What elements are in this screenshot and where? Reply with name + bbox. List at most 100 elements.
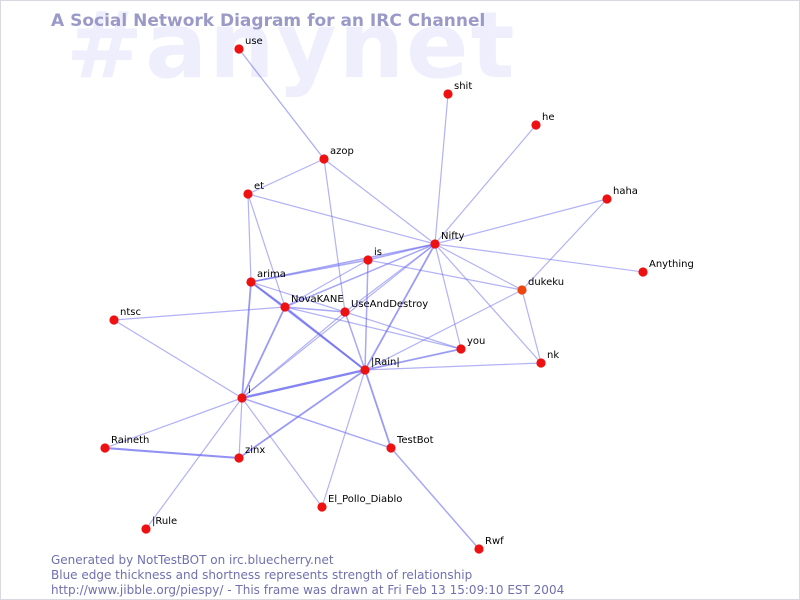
node-dot[interactable]	[109, 315, 119, 325]
node-useanddestroy[interactable]: UseAndDestroy	[340, 299, 428, 317]
node-you[interactable]: you	[456, 336, 485, 354]
edges-layer	[104, 48, 644, 550]
node-label: he	[542, 112, 555, 123]
node-label: use	[245, 36, 263, 47]
edge-is-dukeku	[367, 259, 523, 291]
diagram-title: A Social Network Diagram for an IRC Chan…	[51, 11, 486, 31]
node-dot[interactable]	[100, 443, 110, 453]
edge-nifty-you	[434, 243, 462, 350]
node-dot[interactable]	[237, 393, 247, 403]
node-dot[interactable]	[638, 267, 648, 277]
edge-raineth-zinx	[104, 446, 240, 460]
footer: Generated by NotTestBOT on irc.bluecherr…	[51, 553, 564, 598]
edge-is-arima	[250, 259, 369, 283]
edge-rain-i	[241, 368, 366, 400]
node-rwf[interactable]: Rwf	[474, 536, 504, 554]
node-label: is	[374, 247, 382, 258]
node-use[interactable]: use	[234, 36, 263, 54]
edge-rain-testbot	[364, 369, 392, 449]
edge-rain-you	[364, 348, 462, 371]
node-shit[interactable]: shit	[443, 81, 472, 99]
node-ntsc[interactable]: ntsc	[109, 307, 141, 325]
edge-nifty-rain	[364, 243, 436, 371]
node-label: NovaKANE	[291, 294, 344, 305]
node-dot[interactable]	[340, 307, 350, 317]
node-dot[interactable]	[246, 277, 256, 287]
node-label: haha	[613, 186, 638, 197]
node-nifty[interactable]: Nifty	[430, 231, 465, 249]
edge-is-novakane	[284, 259, 369, 308]
node-label: Anything	[649, 259, 694, 270]
edge-et-novakane	[247, 193, 286, 308]
node-label: ntsc	[120, 307, 141, 318]
edge-useanddestroy-rain	[344, 311, 366, 371]
node-dot[interactable]	[360, 365, 370, 375]
node-raineth[interactable]: Raineth	[100, 435, 149, 453]
edge-shit-nifty	[434, 93, 449, 245]
edge-novakane-rain	[284, 306, 366, 371]
node-is[interactable]: is	[363, 247, 382, 265]
footer-legend-note: Blue edge thickness and shortness repres…	[51, 568, 473, 582]
node-label: i	[248, 385, 251, 396]
node-rain[interactable]: |Rain|	[360, 357, 400, 375]
edge-haha-dukeku	[521, 198, 608, 291]
node-dot[interactable]	[243, 189, 253, 199]
node-dot[interactable]	[319, 154, 329, 164]
node-haha[interactable]: haha	[602, 186, 638, 204]
edge-novakane-i	[241, 306, 286, 399]
node-dot[interactable]	[456, 344, 466, 354]
node-label: Raineth	[111, 435, 149, 446]
node-i[interactable]: i	[237, 385, 251, 403]
node-dot[interactable]	[536, 358, 546, 368]
node-nk[interactable]: nk	[536, 350, 559, 368]
node-dot[interactable]	[234, 44, 244, 54]
edge-novakane-ntsc	[113, 306, 286, 321]
footer-url-timestamp: http://www.jibble.org/piespy/ - This fra…	[51, 583, 565, 597]
node-label: you	[467, 336, 485, 347]
node-he[interactable]: he	[531, 112, 555, 130]
node-dot[interactable]	[317, 502, 327, 512]
node-label: Rwf	[485, 536, 504, 547]
footer-generated-by: Generated by NotTestBOT on irc.bluecherr…	[51, 553, 334, 567]
node-et[interactable]: et	[243, 181, 264, 199]
node-el-pollo-diablo[interactable]: El_Pollo_Diablo	[317, 494, 402, 512]
node-testbot[interactable]: TestBot	[386, 435, 434, 453]
node-dot[interactable]	[517, 285, 527, 295]
edge-haha-nifty	[434, 198, 608, 245]
edge-i-zinx	[238, 397, 243, 459]
edge-rain-zinx	[238, 369, 366, 459]
node-dot[interactable]	[430, 239, 440, 249]
node-anything[interactable]: Anything	[638, 259, 694, 277]
node-label: UseAndDestroy	[351, 299, 428, 310]
node-dot[interactable]	[280, 302, 290, 312]
node-label: et	[254, 181, 264, 192]
edge-rain-el-pollo-diablo	[321, 369, 366, 508]
edge-i-rule	[145, 397, 243, 530]
edge-he-nifty	[434, 124, 537, 245]
node-novakane[interactable]: NovaKANE	[280, 294, 344, 312]
node-arima[interactable]: arima	[246, 269, 286, 287]
edge-useanddestroy-i	[241, 311, 346, 399]
node-label: TestBot	[396, 435, 434, 446]
edge-azop-et	[247, 158, 325, 195]
node-azop[interactable]: azop	[319, 146, 354, 164]
node-dot[interactable]	[363, 255, 373, 265]
node-dot[interactable]	[602, 194, 612, 204]
node-dot[interactable]	[234, 453, 244, 463]
node-dot[interactable]	[474, 544, 484, 554]
edge-nifty-anything	[434, 243, 644, 273]
node-rule[interactable]: |Rule	[141, 516, 177, 534]
node-dot[interactable]	[386, 443, 396, 453]
edge-arima-useanddestroy	[250, 281, 346, 313]
node-dot[interactable]	[531, 120, 541, 130]
edge-novakane-you	[284, 306, 462, 350]
node-label: |Rain|	[371, 357, 400, 368]
edge-i-raineth	[104, 397, 243, 449]
node-dot[interactable]	[443, 89, 453, 99]
node-dukeku[interactable]: dukeku	[517, 277, 564, 295]
edge-nifty-i	[241, 243, 436, 399]
node-zinx[interactable]: zinx	[234, 445, 265, 463]
node-dot[interactable]	[141, 524, 151, 534]
